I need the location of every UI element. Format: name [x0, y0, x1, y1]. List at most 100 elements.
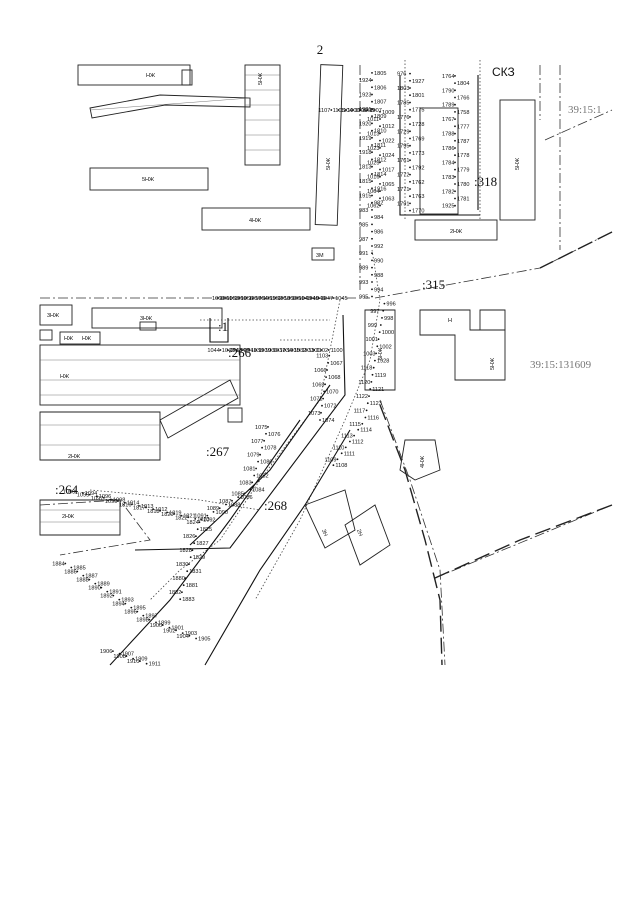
survey-point-dot: [328, 354, 331, 357]
survey-point-label: 1111: [344, 451, 355, 457]
survey-point-dot: [371, 230, 373, 233]
survey-point-label: 1898: [136, 618, 148, 624]
survey-point-label: 1061: [220, 296, 232, 302]
survey-point-dot: [124, 501, 126, 504]
survey-point-label: 1106: [355, 108, 367, 114]
survey-point-dot: [371, 151, 373, 154]
survey-point-dot: [409, 130, 411, 133]
survey-point-dot: [262, 349, 265, 351]
survey-point-label: 1041: [244, 348, 256, 354]
survey-point-dot: [371, 288, 373, 291]
survey-point-label: 1782: [442, 189, 454, 195]
building-outlines: [39, 64, 536, 566]
survey-point-dot: [344, 446, 347, 449]
survey-point-label: 987: [359, 237, 368, 243]
survey-point-dot: [195, 535, 197, 538]
survey-point-label: 1758: [457, 110, 469, 116]
survey-point-dot: [106, 590, 109, 593]
survey-point-dot: [298, 349, 301, 351]
survey-point-label: 1888: [76, 578, 88, 584]
survey-point-dot: [118, 652, 121, 655]
survey-point-dot: [255, 467, 257, 470]
survey-point-label: 1763: [412, 194, 424, 200]
survey-point-dot: [376, 345, 379, 348]
survey-point-label: 1827: [196, 541, 208, 547]
survey-point-dot: [255, 349, 258, 351]
survey-point-label: 1764: [442, 74, 454, 80]
survey-point-dot: [145, 506, 147, 509]
survey-point-label: 1060: [212, 296, 224, 302]
survey-point-dot: [198, 521, 201, 524]
survey-point-dot: [371, 115, 373, 118]
survey-point-dot: [159, 509, 162, 512]
survey-point-dot: [224, 297, 226, 299]
survey-point-label: 1063: [382, 196, 394, 202]
survey-point-label: 1078: [264, 446, 276, 452]
survey-point-dot: [379, 168, 381, 171]
survey-point-dot: [378, 331, 381, 333]
survey-point-label: 1045: [335, 296, 347, 302]
survey-point-label: 1925: [442, 204, 454, 210]
survey-point-label: 1882: [169, 590, 181, 596]
survey-point-label: 997: [370, 309, 379, 315]
survey-point-dot: [409, 101, 411, 104]
survey-point-label: 1046: [313, 296, 325, 302]
survey-point-label: 1728: [412, 122, 424, 128]
survey-point-dot: [248, 349, 251, 351]
survey-point-label: 1017: [382, 168, 394, 174]
survey-point-label: 994: [374, 287, 383, 293]
survey-point-dot: [371, 93, 373, 96]
survey-point-label: 1001: [366, 337, 378, 343]
survey-point-label: 1042: [222, 348, 234, 354]
building-label: НЖ: [64, 336, 73, 342]
survey-point-label: 1822: [175, 515, 187, 521]
survey-point-label: 1923: [359, 93, 371, 99]
survey-point-dot: [168, 626, 171, 629]
survey-point-dot: [332, 297, 335, 299]
survey-point-dot: [366, 402, 369, 405]
survey-point-label: 1008: [362, 108, 374, 114]
survey-point-label: 1779: [457, 168, 469, 174]
survey-point-dot: [284, 349, 287, 351]
survey-point-dot: [322, 397, 324, 400]
survey-point-dot: [277, 349, 279, 351]
survey-point-dot: [371, 122, 373, 125]
parcel-label-267: :267: [206, 444, 230, 459]
survey-point-label: 998: [384, 316, 393, 322]
survey-point-dot: [409, 94, 411, 97]
survey-point-label: 1053: [278, 296, 290, 302]
survey-point-dot: [372, 366, 375, 369]
survey-point-label: 1109: [325, 457, 337, 463]
survey-point-dot: [249, 488, 252, 491]
survey-point-dot: [238, 297, 241, 299]
survey-point-dot: [379, 147, 381, 149]
survey-point-dot: [263, 439, 265, 442]
survey-point-label: 1089: [207, 506, 219, 512]
survey-point-label: 1119: [375, 373, 387, 379]
survey-point-label: 1110: [333, 445, 345, 451]
survey-point-label: 1123: [370, 401, 382, 407]
survey-point-dot: [257, 460, 259, 463]
survey-point-dot: [260, 297, 262, 299]
survey-point-label: 1067: [330, 361, 342, 367]
building-label: НЖ: [146, 73, 155, 79]
survey-point-dot: [336, 458, 339, 461]
survey-point-dot: [243, 492, 246, 495]
survey-point-label: 1902: [163, 628, 175, 634]
roads: [379, 231, 613, 666]
survey-point-label: 1094: [85, 491, 97, 497]
building-label: НЖ: [60, 374, 69, 380]
survey-point-label: 1803: [397, 86, 409, 92]
survey-point-label: 999: [368, 323, 377, 329]
survey-point-dot: [344, 109, 347, 111]
building-label: 4НЖ: [249, 218, 261, 224]
survey-point-label: 1916: [374, 186, 386, 192]
survey-point-label: 1783: [442, 175, 454, 181]
survey-point-label: 1092: [203, 517, 215, 523]
survey-point-label: 1883: [182, 597, 194, 603]
survey-point-label: 1826: [183, 534, 195, 540]
survey-point-label: 1896: [124, 610, 136, 616]
survey-point-label: 1816: [119, 502, 131, 508]
survey-point-dot: [371, 281, 373, 283]
survey-point-dot: [371, 201, 373, 204]
